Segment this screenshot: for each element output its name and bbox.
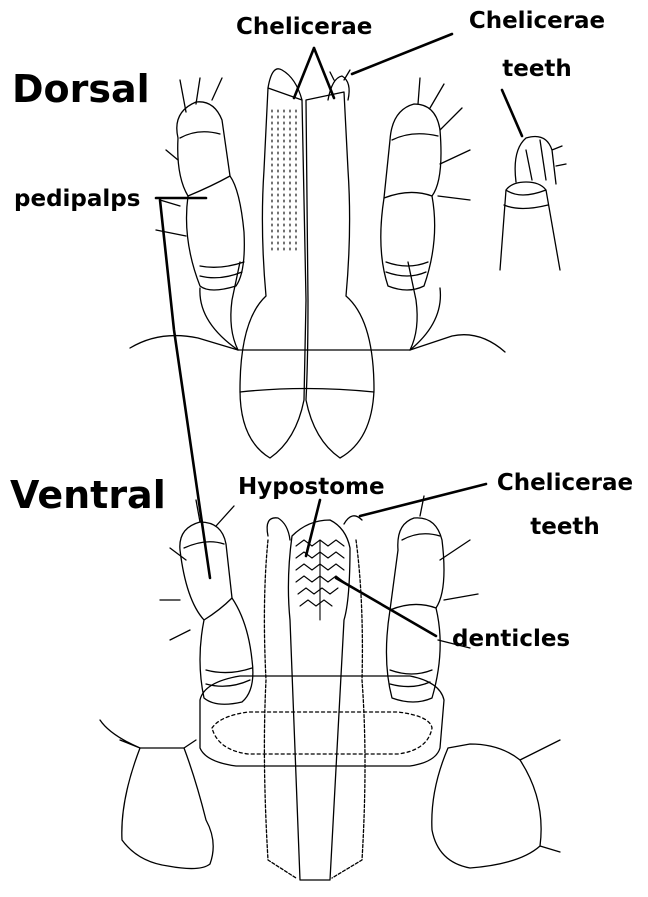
ventral-coxa-left: [122, 748, 213, 869]
dorsal-chelicera-tip: [328, 70, 350, 100]
ventral-view: [100, 496, 560, 880]
leader-chelicerae: [294, 48, 334, 98]
leader-chelicera-detail: [502, 90, 522, 136]
dorsal-pedipalp-right: [381, 104, 441, 290]
chelicerae-teeth-bottom-label-line2: teeth: [480, 516, 648, 539]
dorsal-pedipalp-left: [177, 102, 245, 290]
dorsal-chelicera-texture: [272, 110, 296, 250]
leader-denticles: [336, 578, 436, 636]
chelicerae-label: Chelicerae: [236, 16, 372, 39]
dorsal-chelicera-right: [306, 92, 374, 458]
ventral-coxa-right: [432, 744, 541, 868]
chelicerae-teeth-bottom-label-line1: Chelicerae: [480, 472, 648, 495]
chelicerae-teeth-top-label-line2: teeth: [452, 58, 622, 81]
dorsal-body-outline: [130, 335, 505, 352]
dorsal-chelicera-left: [240, 88, 306, 458]
leader-pedipalps: [156, 198, 210, 578]
ventral-label: Ventral: [10, 476, 166, 514]
chelicerae-teeth-top-label-line1: Chelicerae: [452, 10, 622, 33]
dorsal-basis-capituli: [200, 288, 441, 350]
ventral-pedipalp-left: [180, 522, 253, 704]
ventral-hypostome: [288, 520, 350, 880]
ventral-chelicera-left: [264, 540, 296, 878]
chelicera-teeth-detail: [500, 137, 566, 271]
leader-chelicerae-teeth-top: [352, 34, 452, 74]
dorsal-label: Dorsal: [12, 70, 150, 108]
denticles-label: denticles: [452, 628, 570, 651]
hypostome-denticles: [296, 540, 344, 620]
dorsal-view: [130, 69, 566, 458]
hypostome-label: Hypostome: [238, 476, 385, 499]
leader-hypostome: [306, 500, 320, 556]
pedipalps-label: pedipalps: [14, 188, 140, 211]
